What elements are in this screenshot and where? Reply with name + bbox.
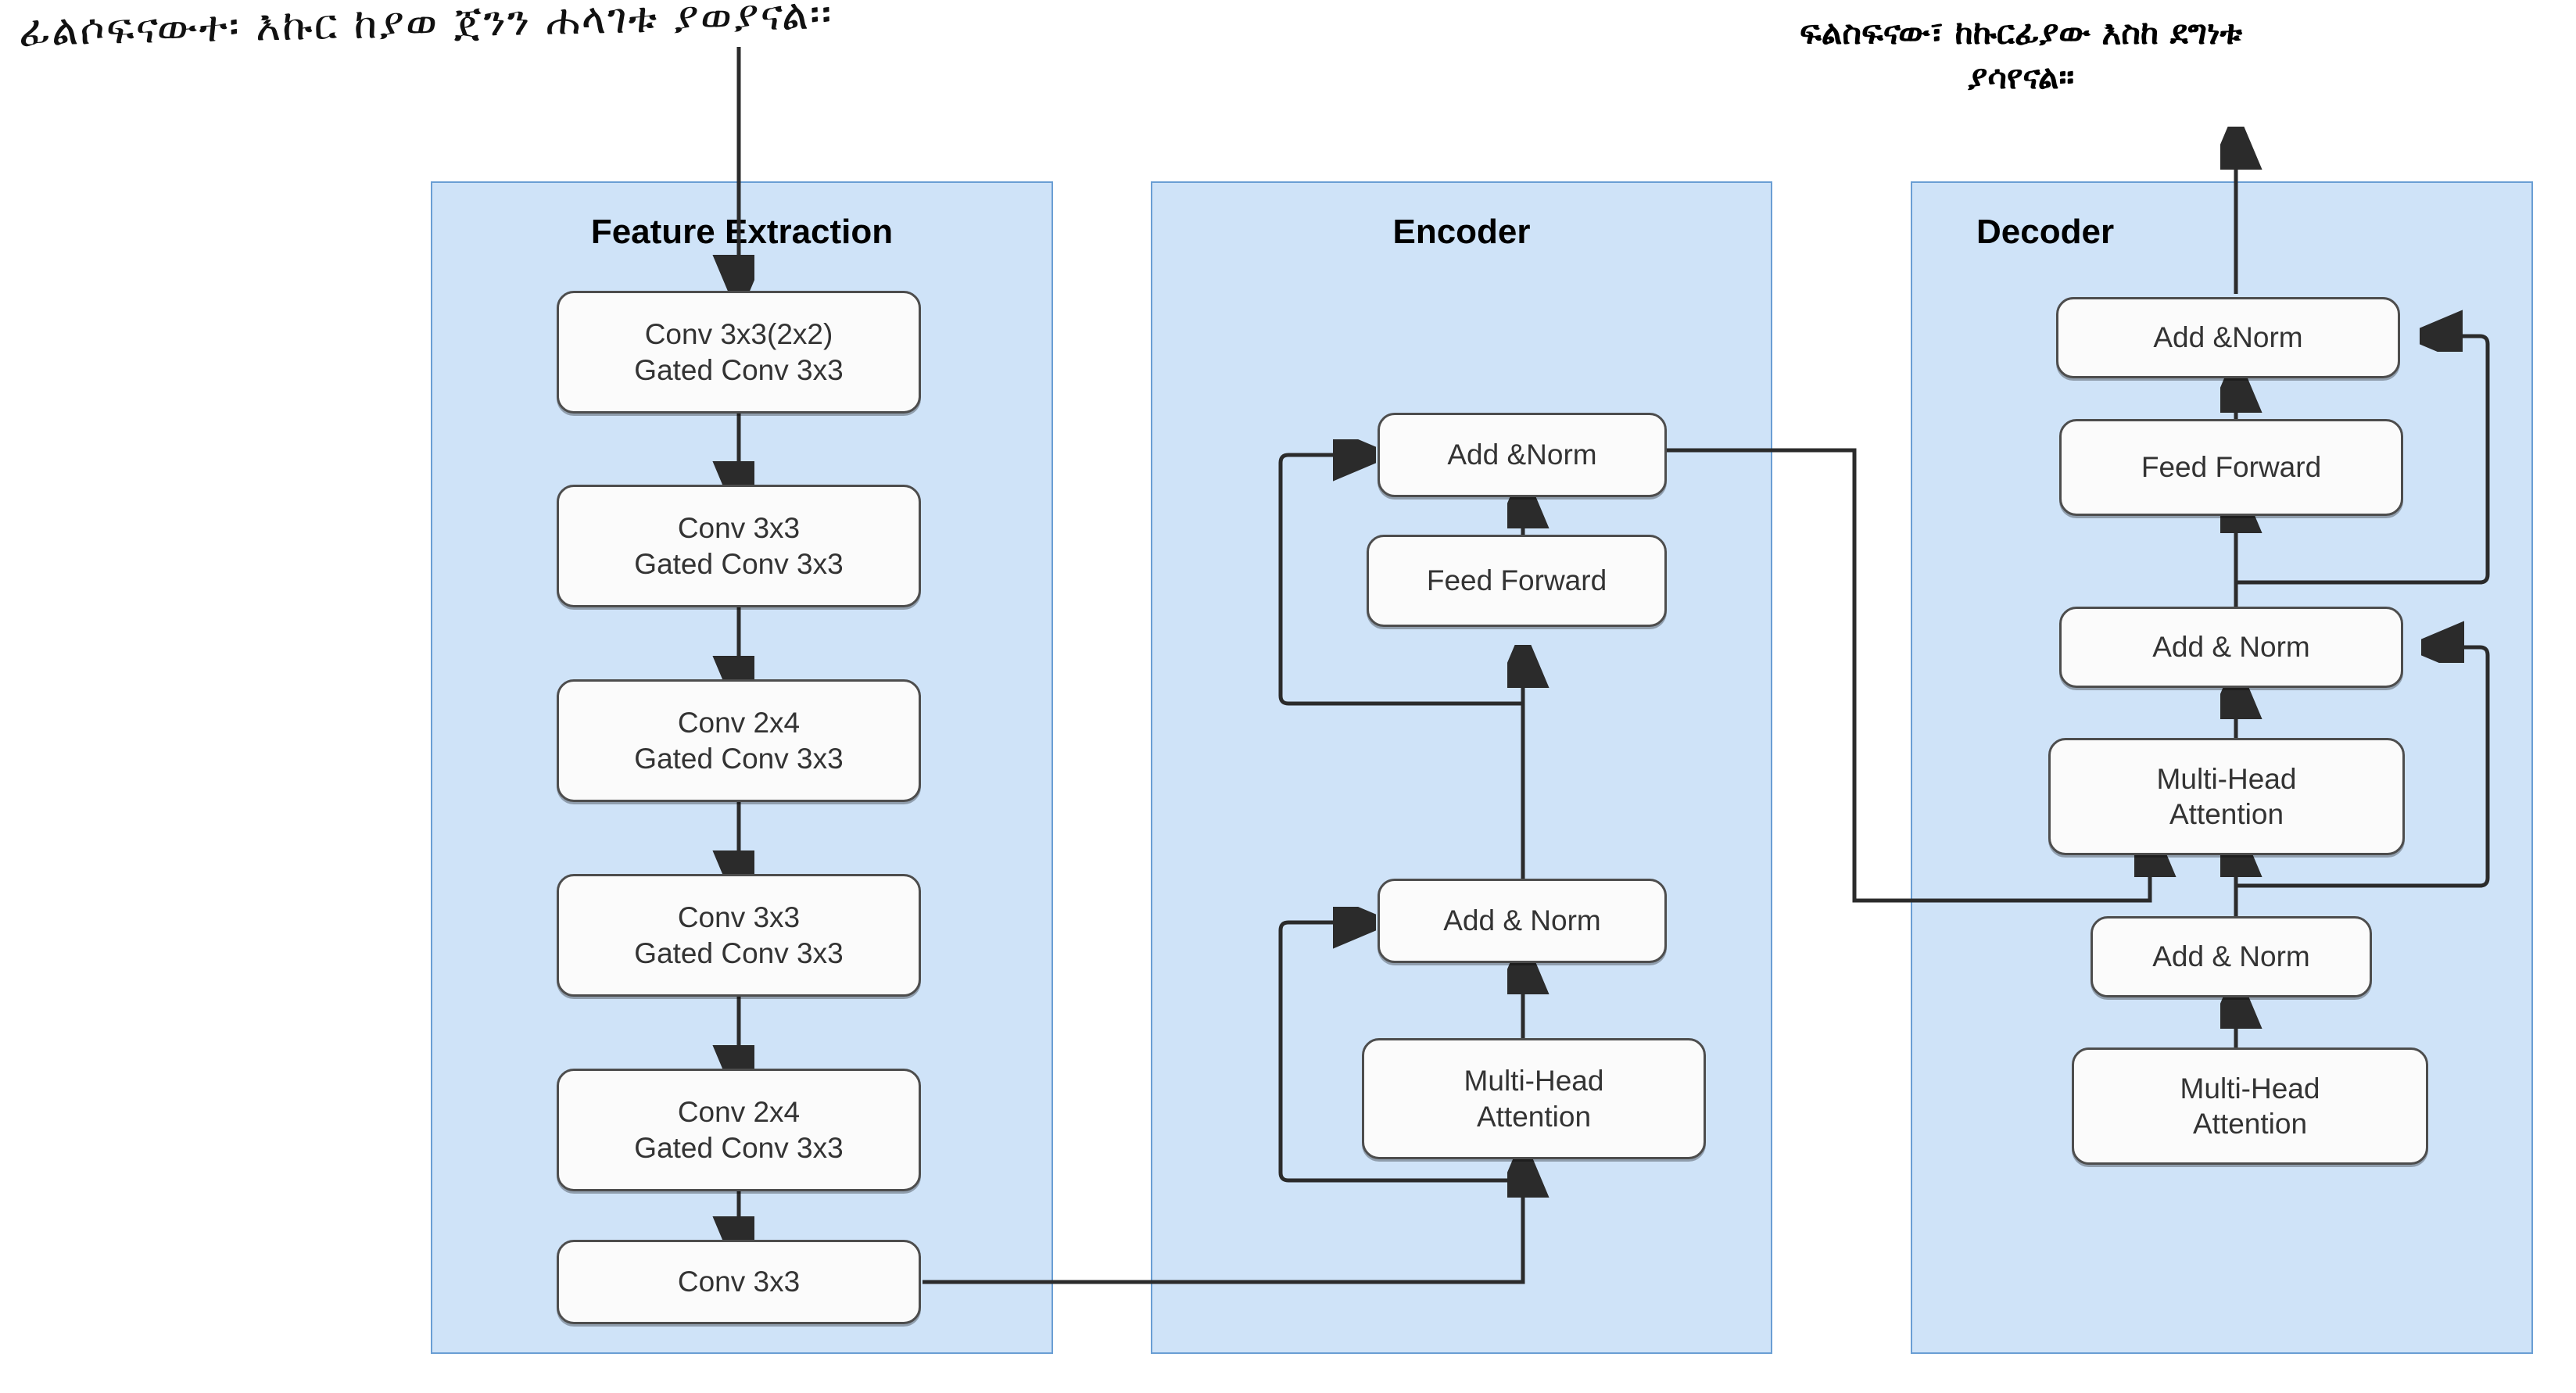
printed-amharic-note: ፍልስፍናው፣ ከኩርፊያው እስከ ደግነቱ ያሳየናል።: [1532, 11, 2510, 99]
node-label: Feed Forward: [2141, 451, 2322, 484]
node-label: Conv 3x3 Gated Conv 3x3: [634, 512, 844, 580]
node-label: Multi-Head Attention: [2180, 1072, 2320, 1140]
node-conv-2x4-gated-1[interactable]: Conv 2x4 Gated Conv 3x3: [557, 679, 921, 802]
node-label: Conv 2x4 Gated Conv 3x3: [634, 707, 844, 775]
node-decoder-add-norm-1[interactable]: Add & Norm: [2091, 916, 2372, 997]
node-encoder-add-norm-2[interactable]: Add &Norm: [1378, 413, 1667, 497]
node-label: Conv 2x4 Gated Conv 3x3: [634, 1096, 844, 1164]
node-label: Add & Norm: [1443, 904, 1601, 937]
node-label: Add & Norm: [2152, 631, 2310, 664]
node-label: Conv 3x3(2x2) Gated Conv 3x3: [634, 318, 844, 386]
node-label: Multi-Head Attention: [1464, 1065, 1604, 1133]
node-decoder-cross-attention[interactable]: Multi-Head Attention: [2048, 738, 2405, 855]
panel-title-encoder: Encoder: [1392, 213, 1531, 251]
node-decoder-add-norm-3[interactable]: Add &Norm: [2056, 297, 2400, 378]
node-label: Conv 3x3 Gated Conv 3x3: [634, 901, 844, 969]
node-label: Multi-Head Attention: [2156, 762, 2297, 830]
panel-encoder: [1151, 181, 1772, 1354]
node-conv-2x4-gated-2[interactable]: Conv 2x4 Gated Conv 3x3: [557, 1069, 921, 1191]
panel-title-decoder: Decoder: [1976, 213, 2115, 251]
handwritten-amharic-note: ፊልሶፍናውተ፡ እኩር ከያወ ጀንን ሐላገቱ ያወያናል፡፡: [18, 0, 834, 56]
node-label: Add &Norm: [2153, 321, 2303, 354]
node-decoder-add-norm-2[interactable]: Add & Norm: [2059, 607, 2403, 688]
node-encoder-multi-head-attention[interactable]: Multi-Head Attention: [1362, 1038, 1706, 1159]
node-encoder-add-norm-1[interactable]: Add & Norm: [1378, 879, 1667, 963]
printed-note-line-1: ፍልስፍናው፣ ከኩርፊያው እስከ ደግነቱ: [1800, 13, 2242, 52]
printed-note-line-2: ያሳየናል።: [1967, 57, 2075, 96]
node-label: Add &Norm: [1447, 439, 1597, 471]
node-encoder-feed-forward[interactable]: Feed Forward: [1367, 535, 1667, 627]
panel-title-feature-extraction: Feature Extraction: [590, 213, 894, 251]
node-conv-3x3-final[interactable]: Conv 3x3: [557, 1240, 921, 1324]
node-conv-3x3-2x2-gated[interactable]: Conv 3x3(2x2) Gated Conv 3x3: [557, 291, 921, 414]
node-label: Feed Forward: [1426, 564, 1607, 597]
node-conv-3x3-gated-1[interactable]: Conv 3x3 Gated Conv 3x3: [557, 485, 921, 607]
node-decoder-self-attention[interactable]: Multi-Head Attention: [2072, 1047, 2428, 1165]
node-conv-3x3-gated-2[interactable]: Conv 3x3 Gated Conv 3x3: [557, 874, 921, 997]
node-label: Add & Norm: [2152, 940, 2310, 973]
node-decoder-feed-forward[interactable]: Feed Forward: [2059, 419, 2403, 516]
node-label: Conv 3x3: [677, 1266, 801, 1298]
